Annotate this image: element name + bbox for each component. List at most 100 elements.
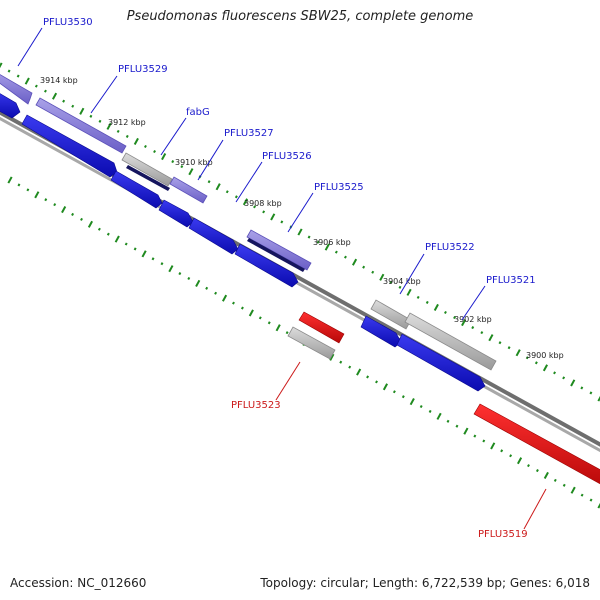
gc-tick: [516, 457, 523, 465]
gc-tick: [207, 180, 211, 184]
gc-tick: [461, 318, 467, 327]
gc-tick: [498, 341, 502, 345]
accession-text: Accession: NC_012660: [10, 576, 147, 590]
gc-tick: [480, 331, 484, 335]
leader-line: [160, 117, 187, 156]
gc-tick: [329, 353, 335, 361]
gc-tick: [297, 228, 303, 236]
gc-tick: [580, 493, 584, 497]
gene-label-reverse[interactable]: PFLU3519: [478, 529, 528, 540]
gc-tick: [280, 220, 284, 224]
gene-label-reverse[interactable]: PFLU3523: [231, 400, 281, 411]
gc-tick: [242, 198, 249, 206]
gc-tick: [205, 286, 209, 290]
gc-tick: [570, 379, 576, 387]
cds-arrow-3[interactable]: [110, 170, 163, 209]
gene-label-forward[interactable]: fabG: [186, 107, 210, 118]
gc-tick: [160, 262, 164, 266]
gc-tick: [62, 99, 66, 103]
gene-label-forward[interactable]: PFLU3530: [43, 17, 93, 28]
cds-arrow-8[interactable]: [396, 333, 486, 392]
gc-tick: [433, 303, 439, 312]
cds-arrow-1[interactable]: [0, 90, 21, 119]
cds-arrow-5[interactable]: [188, 217, 239, 255]
gene-block-pflu3525[interactable]: [246, 229, 312, 271]
gc-tick: [406, 288, 412, 296]
gc-tick: [71, 104, 75, 108]
gene-block-fabg[interactable]: [121, 152, 173, 187]
gc-tick: [225, 190, 229, 194]
cds-reverse-pflu3523[interactable]: [298, 311, 345, 344]
gene-label-forward[interactable]: PFLU3522: [425, 242, 475, 253]
gc-tick: [589, 391, 593, 395]
gene-label-forward[interactable]: PFLU3521: [486, 275, 536, 286]
gc-tick: [34, 191, 40, 199]
gc-tick: [409, 398, 415, 406]
gc-tick: [16, 74, 20, 78]
gc-tick: [80, 217, 83, 221]
gene-label-forward[interactable]: PFLU3526: [262, 151, 312, 162]
gc-tick: [401, 395, 405, 399]
gc-tick: [580, 386, 584, 390]
gc-tick: [562, 376, 566, 380]
gc-tick: [116, 129, 120, 133]
scale-label: 3912 kbp: [108, 118, 146, 127]
gc-tick: [348, 365, 352, 369]
gene-block-pflu3530[interactable]: [0, 70, 33, 105]
scale-label: 3908 kbp: [244, 199, 282, 208]
gc-tick: [267, 321, 271, 325]
scale-label: 3900 kbp: [526, 351, 564, 360]
gc-tick: [232, 301, 235, 305]
gc-tick: [446, 419, 450, 423]
gene-block-pflu3523-grey[interactable]: [287, 326, 336, 360]
gc-tick: [382, 383, 389, 391]
gene-label-forward[interactable]: PFLU3525: [314, 182, 364, 193]
gc-tick: [482, 439, 486, 443]
gc-tick: [221, 294, 228, 302]
cds-arrow-6[interactable]: [234, 243, 299, 288]
gene-label-forward[interactable]: PFLU3527: [224, 128, 274, 139]
leader-line: [235, 161, 263, 203]
gc-tick: [106, 232, 110, 236]
gc-tick: [87, 220, 94, 228]
cds-arrow-7[interactable]: [360, 315, 402, 348]
gc-tick: [562, 483, 566, 487]
cds-arrow-2[interactable]: [21, 114, 118, 178]
gc-tick: [153, 149, 156, 154]
gc-tick: [398, 285, 402, 289]
gc-tick: [534, 361, 538, 365]
gc-tick: [285, 331, 289, 335]
gc-tick: [270, 213, 276, 221]
gc-tick: [597, 395, 600, 402]
gc-tick: [507, 346, 511, 350]
gc-tick: [371, 270, 375, 274]
gc-tick: [262, 210, 266, 214]
gene-block-pflu3527[interactable]: [169, 176, 208, 204]
gc-tick: [188, 168, 194, 176]
gene-block-pflu3529[interactable]: [35, 97, 127, 154]
cds-arrow-4[interactable]: [158, 199, 194, 228]
gc-tick: [509, 454, 513, 458]
gene-block-pflu3525-selected[interactable]: [247, 238, 305, 272]
gc-tick: [488, 334, 494, 342]
gc-tick: [525, 356, 529, 360]
gc-tick: [597, 502, 600, 509]
gene-block-fabg-selected[interactable]: [126, 165, 170, 191]
gc-tick: [366, 375, 370, 379]
gc-tick: [53, 203, 57, 207]
leader-line: [17, 27, 43, 67]
gc-tick: [98, 119, 102, 123]
gc-tick: [334, 250, 338, 254]
gc-tick: [471, 326, 475, 330]
gene-label-forward[interactable]: PFLU3529: [118, 64, 168, 75]
gc-tick: [44, 198, 48, 202]
gc-tick: [51, 92, 58, 100]
gene-block-pflu3521[interactable]: [404, 312, 497, 371]
cds-reverse-pflu3519[interactable]: [473, 403, 600, 488]
gc-tick: [234, 195, 238, 199]
gc-tick: [215, 183, 221, 191]
gc-tick: [316, 240, 320, 244]
scale-label: 3910 kbp: [175, 158, 213, 167]
